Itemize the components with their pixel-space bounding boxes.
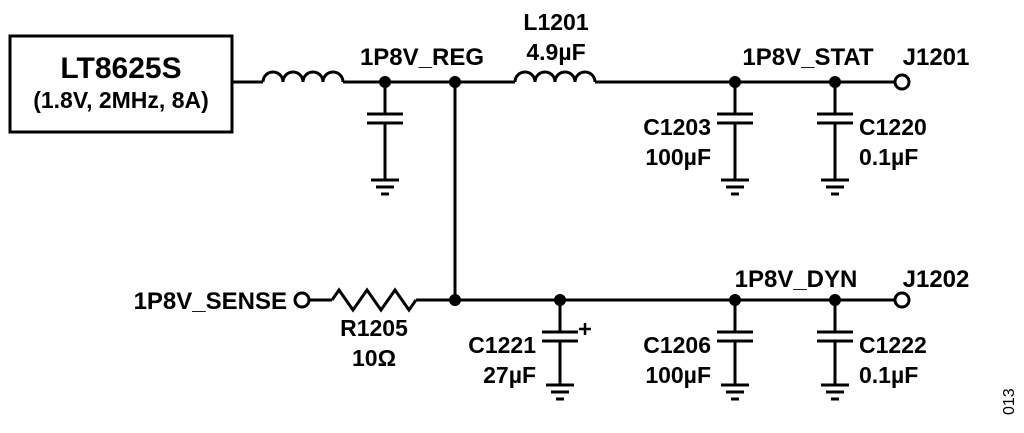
l1201-inductor-symbol (513, 70, 597, 83)
c1206-value: 100µF (645, 362, 711, 388)
capacitor-symbol (367, 82, 403, 180)
polarity-plus-icon (579, 323, 591, 335)
figure-number: 013 (1001, 388, 1018, 415)
capacitor-symbol (817, 300, 853, 385)
net-label-1p8v-dyn: 1P8V_DYN (735, 266, 858, 293)
capacitor-symbol (817, 82, 853, 180)
inductor-l1201-labels: L1201 4.9µF (523, 9, 588, 65)
capacitor-symbol (717, 300, 753, 385)
r1205-resistor-symbol (330, 287, 418, 313)
reg-bypass-capacitor (367, 82, 403, 196)
cap-c1206: C1206 100µF (643, 300, 753, 401)
c1221-value: 27µF (483, 362, 536, 388)
l1201-value: 4.9µF (526, 39, 585, 65)
connector-j1201: J1201 (893, 44, 970, 91)
r1205-value: 10Ω (352, 345, 396, 371)
cap-c1203: C1203 100µF (643, 82, 753, 196)
capacitor-symbol (717, 82, 753, 180)
ground-icon (721, 383, 749, 401)
c1203-ref: C1203 (643, 114, 711, 140)
junction-dot-link-bottom (449, 294, 461, 306)
capacitor-symbol (542, 300, 578, 385)
ground-icon (371, 178, 399, 196)
cap-c1221: C1221 27µF (468, 300, 591, 401)
regulator-name: LT8625S (60, 52, 181, 85)
c1221-ref: C1221 (468, 332, 536, 358)
sense-terminal-icon (293, 291, 311, 309)
cap-c1220: C1220 0.1µF (817, 82, 927, 196)
l1201-ref: L1201 (523, 9, 588, 35)
c1220-value: 0.1µF (859, 144, 918, 170)
ground-icon (821, 178, 849, 196)
resistor-r1205-labels: R1205 10Ω (340, 315, 408, 371)
net-label-1p8v-sense: 1P8V_SENSE (134, 288, 287, 315)
j1201-label: J1201 (903, 44, 970, 71)
sense-terminal (293, 291, 311, 309)
cap-c1222: C1222 0.1µF (817, 300, 927, 401)
c1206-ref: C1206 (643, 332, 711, 358)
c1203-value: 100µF (645, 144, 711, 170)
regulator-box (8, 34, 234, 134)
c1222-ref: C1222 (859, 332, 927, 358)
regulator-block: LT8625S (1.8V, 2MHz, 8A) (8, 34, 234, 134)
ground-icon (821, 383, 849, 401)
j1202-label: J1202 (903, 266, 970, 293)
regulator-specs: (1.8V, 2MHz, 8A) (33, 87, 209, 113)
input-inductor-symbol (261, 70, 345, 83)
ground-icon (546, 383, 574, 401)
net-label-1p8v-stat: 1P8V_STAT (742, 44, 873, 71)
junction-dot-reg-link (449, 76, 461, 88)
connector-j1202: J1202 (893, 266, 970, 309)
j1202-terminal-icon (893, 291, 911, 309)
ground-icon (721, 178, 749, 196)
j1201-terminal-icon (893, 73, 911, 91)
net-label-1p8v-reg: 1P8V_REG (360, 44, 484, 71)
r1205-ref: R1205 (340, 315, 408, 341)
c1220-ref: C1220 (859, 114, 927, 140)
c1222-value: 0.1µF (859, 362, 918, 388)
